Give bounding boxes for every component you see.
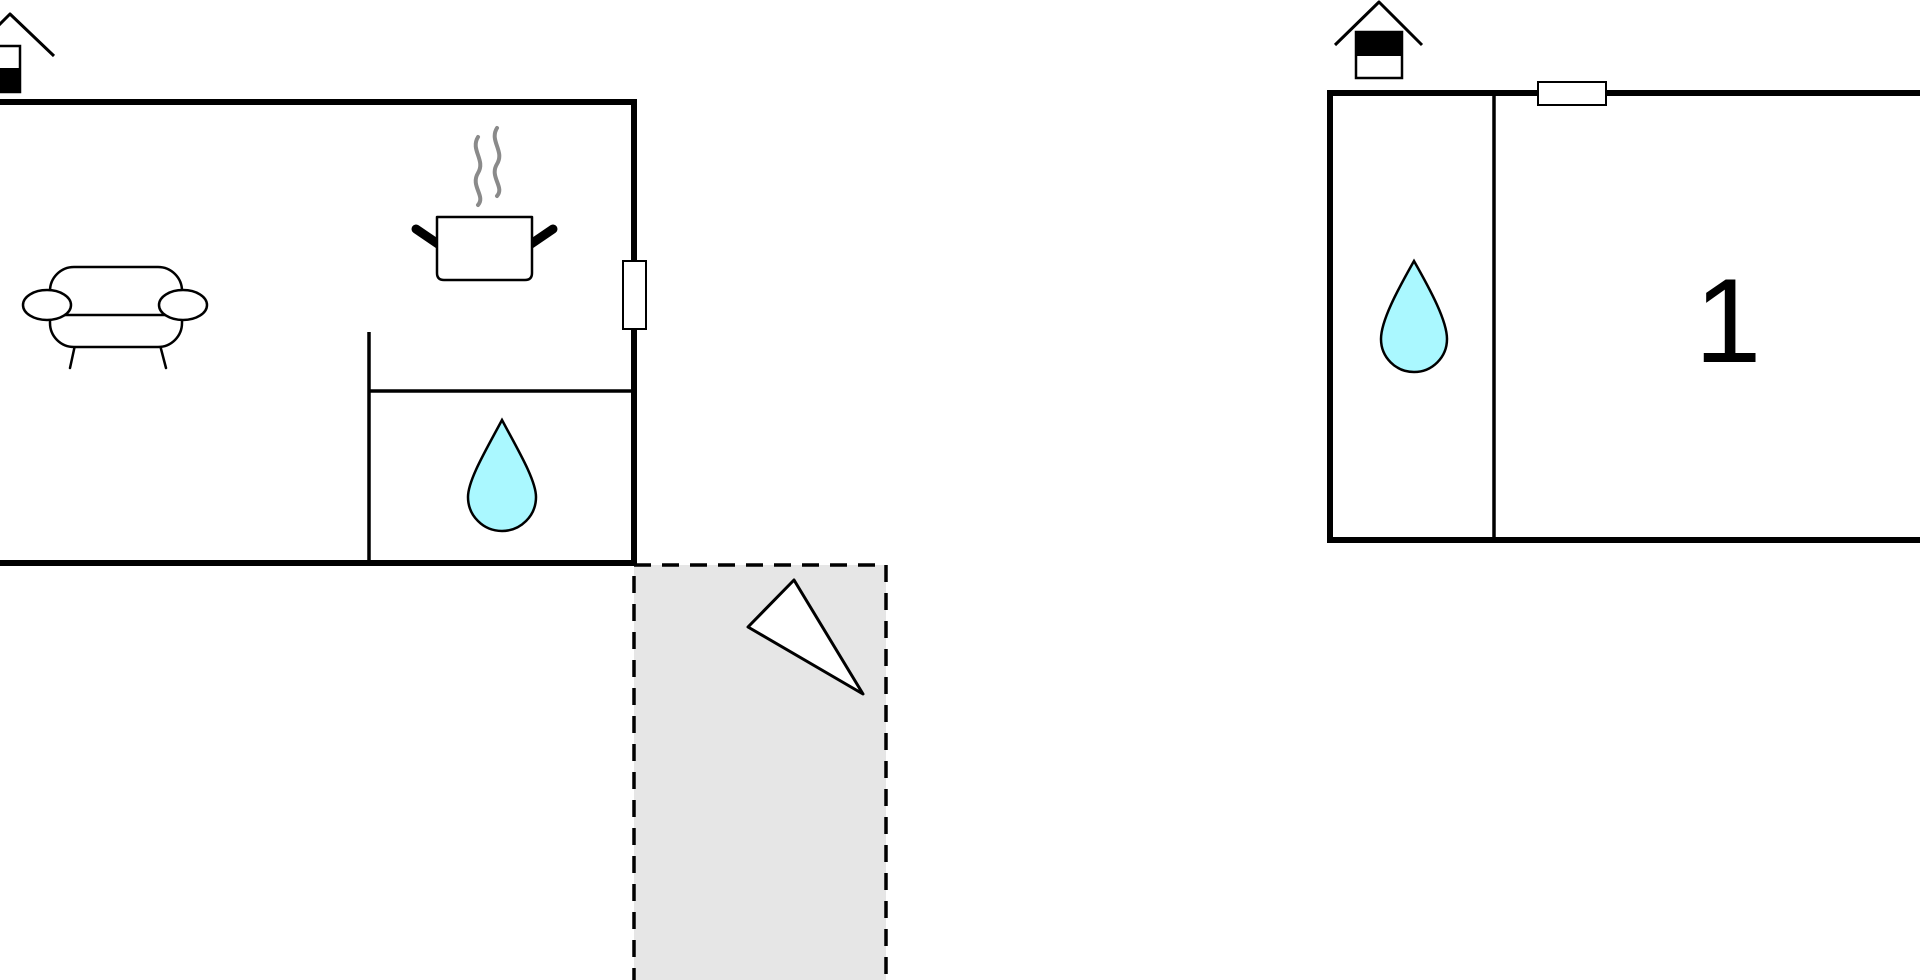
cooking-pot-icon — [411, 126, 558, 282]
house-entrance-icon — [1333, 0, 1424, 80]
sofa-icon — [21, 265, 209, 370]
right-unit-walls — [1327, 90, 1920, 543]
house-entrance-icon — [0, 12, 56, 94]
water-drop-icon — [1379, 258, 1449, 374]
right-unit: 1 — [1327, 0, 1920, 543]
bedroom-number-label: 1 — [1695, 254, 1762, 388]
terrace-area — [632, 563, 888, 980]
window-icon — [1537, 81, 1607, 106]
window-icon — [622, 260, 647, 330]
left-unit-walls — [0, 99, 637, 566]
left-unit — [0, 12, 647, 566]
water-drop-icon — [466, 417, 538, 533]
triangle-icon — [746, 578, 865, 696]
